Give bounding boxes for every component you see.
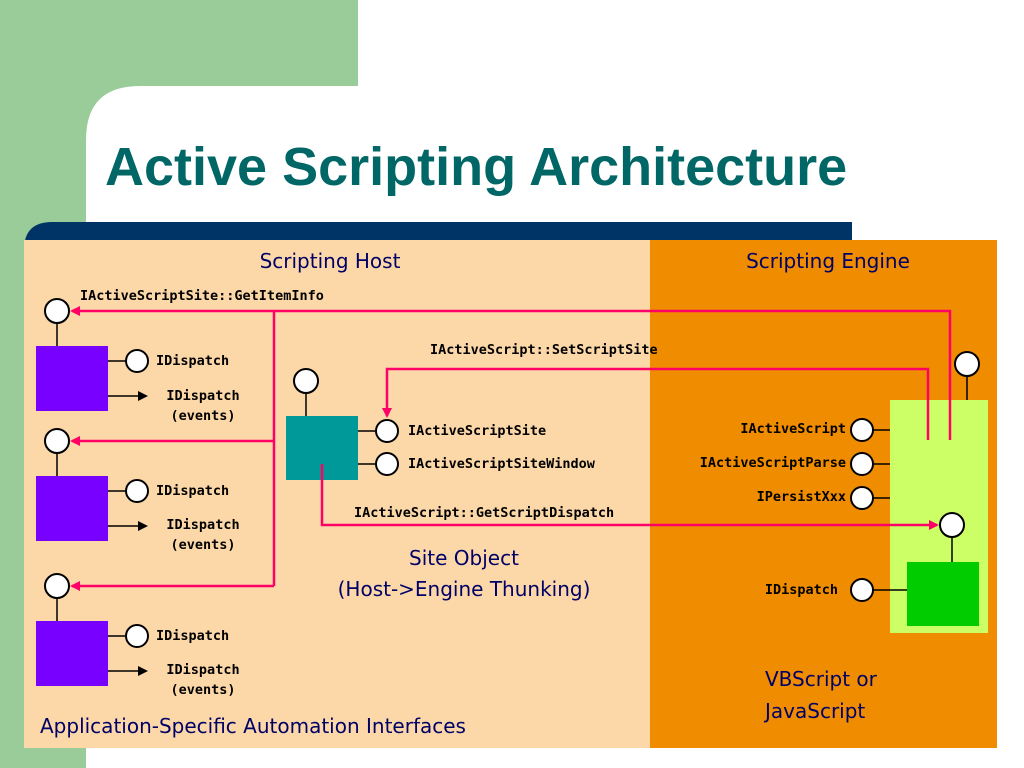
idispatch-label: IDispatch	[156, 483, 230, 499]
events-label-line1: IDispatch	[166, 662, 240, 678]
site-object-label-line2: (Host->Engine Thunking)	[337, 577, 591, 601]
engine-language-line2: JavaScript	[765, 699, 866, 723]
automation-interfaces-label: Application-Specific Automation Interfac…	[40, 714, 466, 738]
iactivescript-lollipop	[850, 418, 874, 442]
host-object-port	[44, 428, 70, 454]
host-object-port	[44, 573, 70, 599]
script-engine	[850, 351, 988, 633]
ipersistxxx-lollipop	[850, 486, 874, 510]
host-object-box	[36, 476, 108, 541]
idispatch-lollipop	[125, 479, 149, 503]
setscriptsite-arrow	[382, 367, 930, 440]
events-label-line2: (events)	[170, 537, 236, 553]
iactivescript-label: IActiveScript	[740, 421, 846, 437]
events-label-line1: IDispatch	[166, 517, 240, 533]
iactivescriptsite-lollipop	[375, 419, 399, 443]
title-corner-curve	[86, 86, 358, 220]
idispatch-label: IDispatch	[156, 628, 230, 644]
getscriptdispatch-label: IActiveScript::GetScriptDispatch	[354, 505, 615, 521]
engine-idispatch-label: IDispatch	[764, 582, 838, 598]
scripting-host-heading: Scripting Host	[259, 249, 401, 273]
dispatch-object-port	[939, 512, 965, 538]
idispatch-lollipop	[125, 349, 149, 373]
iactivescriptparse-lollipop	[850, 452, 874, 476]
host-object-box	[36, 621, 108, 686]
iactivescriptsitewindow-lollipop	[375, 452, 399, 476]
host-object-2	[36, 428, 149, 541]
iactivescriptsitewindow-label: IActiveScriptSiteWindow	[408, 456, 595, 472]
slide-title: Active Scripting Architecture	[105, 137, 848, 197]
iactivescriptparse-label: IActiveScriptParse	[699, 455, 846, 471]
setscriptsite-label: IActiveScript::SetScriptSite	[430, 342, 658, 358]
idispatch-lollipop	[125, 624, 149, 648]
host-object-1	[36, 298, 149, 411]
events-label-line1: IDispatch	[166, 388, 240, 404]
events-label-line2: (events)	[170, 408, 236, 424]
iactivescriptsite-label: IActiveScriptSite	[408, 423, 547, 439]
site-object	[286, 368, 399, 480]
idispatch-label: IDispatch	[156, 353, 230, 369]
engine-language-line1: VBScript or	[765, 667, 877, 691]
scripting-engine-heading: Scripting Engine	[746, 249, 910, 273]
engine-port	[954, 351, 980, 377]
engine-idispatch-lollipop	[850, 578, 874, 602]
dispatch-object-box	[907, 562, 979, 626]
site-object-port	[293, 368, 319, 394]
host-object-box	[36, 346, 108, 411]
getscriptdispatch-arrow	[320, 464, 939, 530]
host-object-port	[44, 298, 70, 324]
ipersistxxx-label: IPersistXxx	[756, 489, 846, 505]
getiteminfo-arrow	[70, 306, 952, 440]
events-label-line2: (events)	[170, 682, 236, 698]
site-object-label-line1: Site Object	[409, 546, 519, 570]
host-panel	[24, 240, 650, 748]
host-object-3	[36, 573, 149, 686]
getiteminfo-label: IActiveScriptSite::GetItemInfo	[80, 288, 324, 304]
